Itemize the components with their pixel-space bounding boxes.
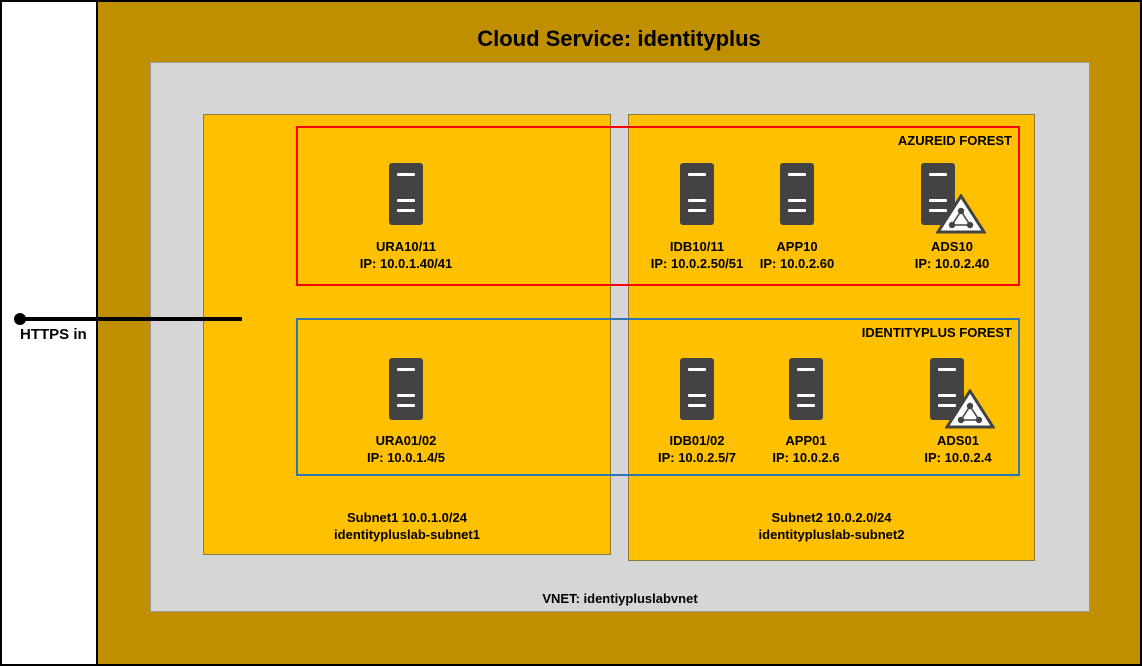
server-icon <box>789 358 823 420</box>
server-ura10: URA10/11 IP: 10.0.1.40/41 <box>306 238 506 272</box>
server-name: APP10 <box>776 239 818 254</box>
warning-triangle-icon <box>945 389 995 429</box>
server-ip: IP: 10.0.1.40/41 <box>359 256 453 271</box>
server-app10: APP10 IP: 10.0.2.60 <box>707 238 887 272</box>
server-icon <box>389 163 423 225</box>
server-icon <box>389 358 423 420</box>
server-name: IDB01/02 <box>669 433 725 448</box>
server-name: IDB10/11 <box>669 239 725 254</box>
server-name: URA10/11 <box>376 239 436 254</box>
server-idb10: IDB10/11 IP: 10.0.2.50/51 <box>597 238 797 272</box>
azureid-forest-label: AZUREID FOREST <box>897 133 1012 148</box>
server-ip: IP: 10.0.2.50/51 <box>650 256 744 271</box>
server-name: ADS10 <box>931 239 973 254</box>
subnet2-label: Subnet2 10.0.2.0/24 identitypluslab-subn… <box>628 509 1035 543</box>
server-ip: IP: 10.0.2.5/7 <box>657 450 737 465</box>
server-ip: IP: 10.0.2.4 <box>924 450 992 465</box>
warning-triangle-icon <box>936 194 986 234</box>
subnet1-label: Subnet1 10.0.1.0/24 identitypluslab-subn… <box>203 509 611 543</box>
https-label: HTTPS in <box>20 326 87 343</box>
server-idb01: IDB01/02 IP: 10.0.2.5/7 <box>597 432 797 466</box>
server-icon <box>780 163 814 225</box>
server-name: URA01/02 <box>375 433 437 448</box>
server-ads01: ADS01 IP: 10.0.2.4 <box>868 432 1048 466</box>
server-icon <box>680 358 714 420</box>
server-ura01: URA01/02 IP: 10.0.1.4/5 <box>306 432 506 466</box>
server-ip: IP: 10.0.2.6 <box>772 450 840 465</box>
server-ip: IP: 10.0.2.60 <box>759 256 835 271</box>
server-ip: IP: 10.0.2.40 <box>914 256 990 271</box>
server-name: APP01 <box>785 433 827 448</box>
server-icon <box>680 163 714 225</box>
subnet1-range: Subnet1 10.0.1.0/24 <box>347 510 467 525</box>
server-ip: IP: 10.0.1.4/5 <box>366 450 446 465</box>
identityplus-forest-label: IDENTITYPLUS FOREST <box>861 325 1012 340</box>
https-endpoint-dot <box>14 313 26 325</box>
server-ads10: ADS10 IP: 10.0.2.40 <box>862 238 1042 272</box>
subnet2-name: identitypluslab-subnet2 <box>758 527 905 542</box>
subnet2-range: Subnet2 10.0.2.0/24 <box>771 510 892 525</box>
server-app01: APP01 IP: 10.0.2.6 <box>716 432 896 466</box>
https-connector-line <box>20 317 242 321</box>
identityplus-forest-box <box>296 318 1020 476</box>
subnet1-name: identitypluslab-subnet1 <box>334 527 480 542</box>
server-name: ADS01 <box>937 433 979 448</box>
azureid-forest-box <box>296 126 1020 286</box>
vnet-label: VNET: identiypluslabvnet <box>542 591 698 606</box>
cloud-service-title: Cloud Service: identityplus <box>477 26 761 51</box>
